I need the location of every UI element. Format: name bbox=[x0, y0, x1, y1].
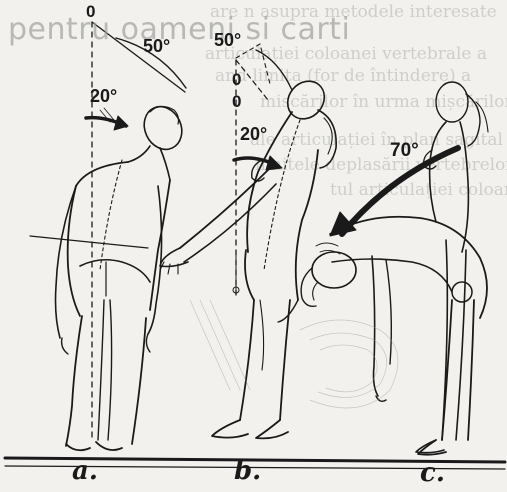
panel-b-angle-zero-top: 0 bbox=[232, 70, 241, 90]
panel-c-caption: c. bbox=[420, 458, 445, 488]
panel-a-angle-20: 20° bbox=[90, 86, 117, 107]
panel-b-caption: b. bbox=[234, 456, 261, 486]
panel-a-caption: a. bbox=[72, 456, 98, 486]
figure-b bbox=[160, 44, 336, 438]
panel-a-angle-zero: 0 bbox=[86, 2, 95, 22]
panel-a-angle-50: 50° bbox=[143, 36, 170, 57]
bleed-through-sketch bbox=[190, 300, 398, 408]
panel-b-angle-50: 50° bbox=[214, 30, 241, 51]
panel-b-angle-zero-bottom: 0 bbox=[232, 92, 241, 112]
figure-c bbox=[301, 82, 488, 455]
panel-b-angle-20: 20° bbox=[240, 124, 267, 145]
panel-c-angle-70: 70° bbox=[390, 140, 419, 162]
